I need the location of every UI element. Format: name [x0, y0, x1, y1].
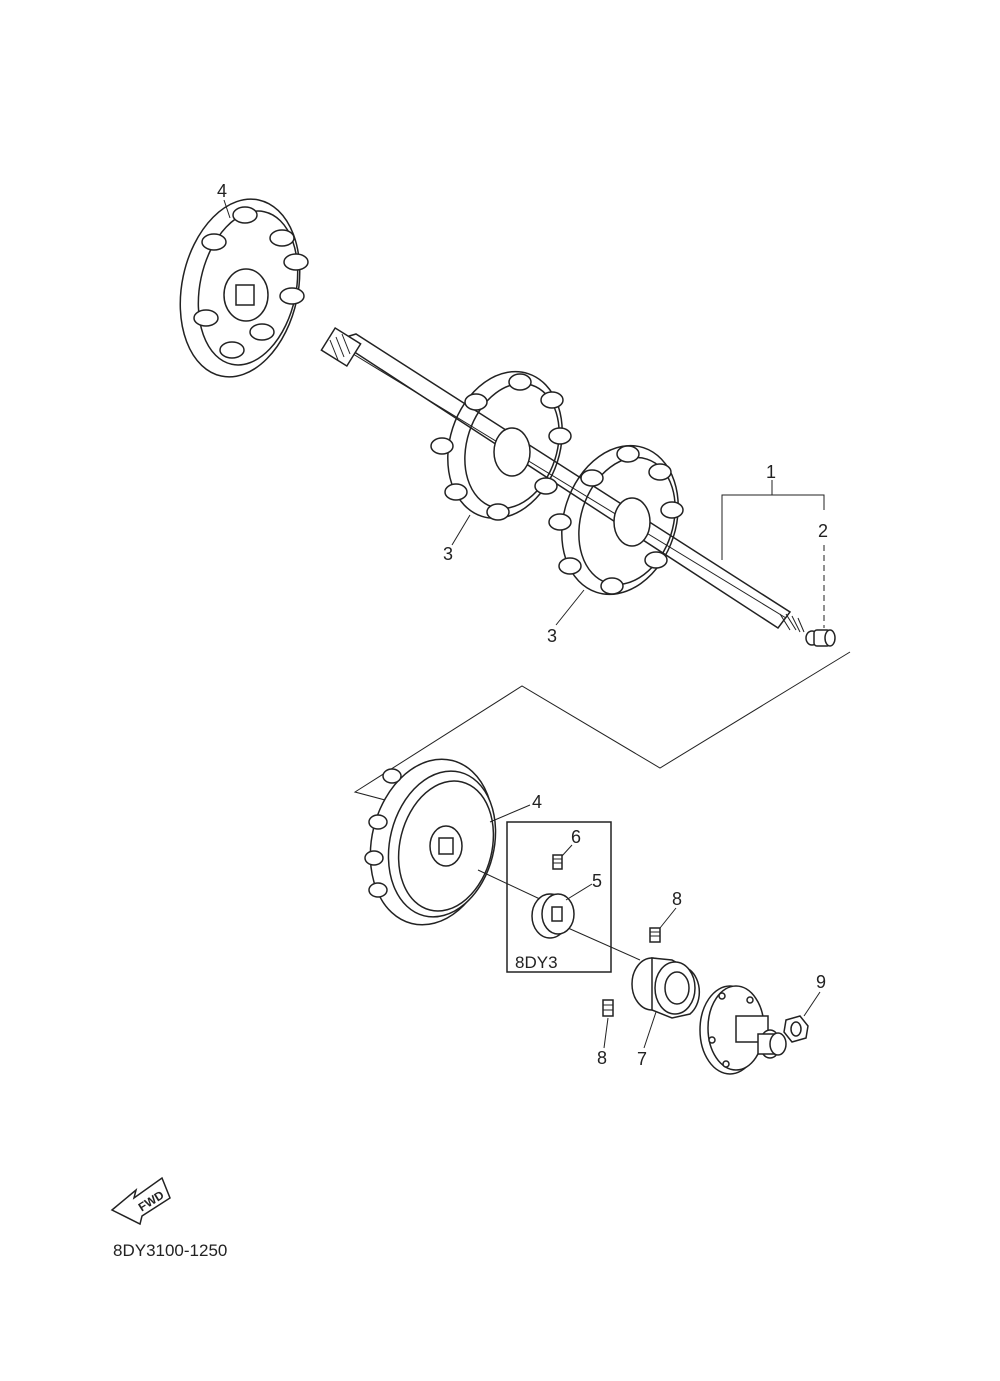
sprocket-lower	[548, 444, 684, 596]
fwd-arrow-icon: FWD	[110, 1176, 171, 1226]
diagram-code: 8DY3100-1250	[113, 1241, 227, 1260]
nut	[783, 1015, 809, 1043]
variant-box-8dy3	[506, 821, 612, 973]
callout-4-lower: 4	[532, 792, 542, 812]
callout-4-top: 4	[217, 181, 227, 201]
variant-box-label: 8DY3	[515, 953, 558, 972]
callout-2: 2	[818, 521, 828, 541]
set-screw-8-lower	[602, 999, 614, 1017]
shaft-end-plug	[805, 629, 836, 647]
drive-shaft	[320, 326, 805, 633]
callout-8-lower: 8	[597, 1048, 607, 1068]
callout-1: 1	[766, 462, 776, 482]
collar	[531, 893, 575, 939]
callout-8-upper: 8	[672, 889, 682, 909]
set-screw-6	[552, 854, 563, 870]
bearing	[631, 957, 701, 1019]
sprocket-wheel-lower	[364, 758, 497, 926]
callout-3-upper: 3	[443, 544, 453, 564]
callout-3-lower: 3	[547, 626, 557, 646]
callout-9: 9	[816, 972, 826, 992]
callout-5: 5	[592, 871, 602, 891]
callout-6: 6	[571, 827, 581, 847]
flange-hub	[699, 985, 787, 1075]
sprocket-upper	[430, 370, 572, 521]
callout-7: 7	[637, 1049, 647, 1069]
set-screw-8-upper	[649, 927, 661, 943]
sprocket-wheel-top-left	[179, 198, 309, 378]
